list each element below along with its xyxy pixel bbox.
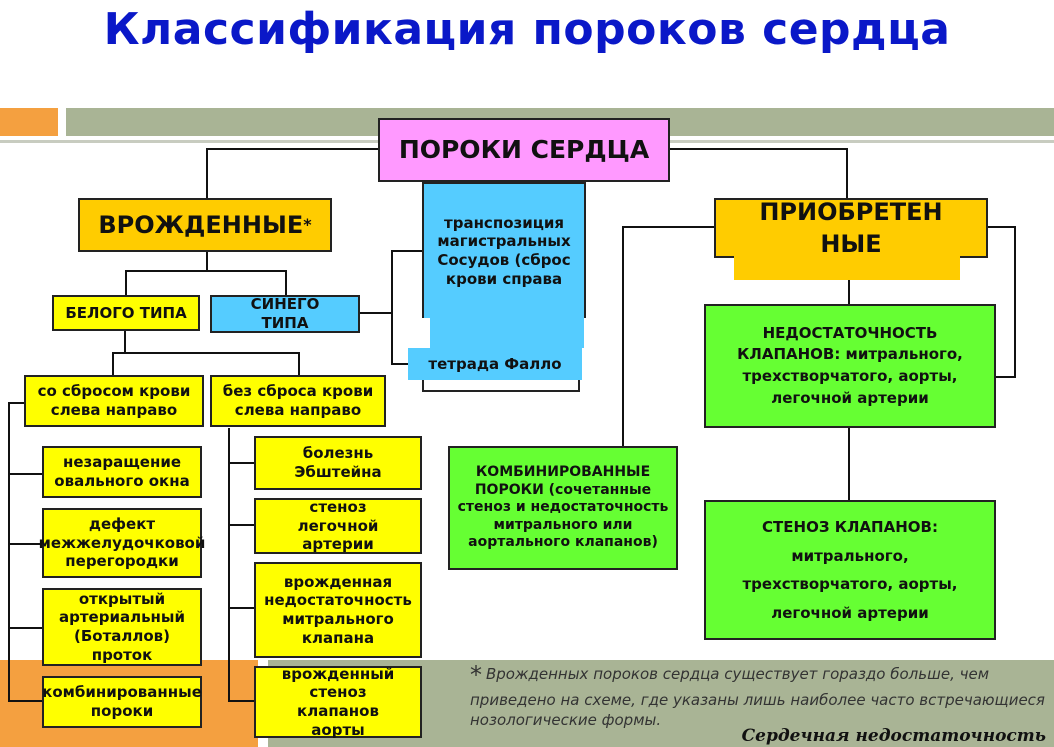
fallot-node: тетрада Фалло <box>408 348 582 380</box>
footnote-star: * <box>470 661 482 689</box>
mitral-insuff-label: врожденная недостаточность митрального к… <box>264 572 412 647</box>
connector <box>391 250 393 365</box>
acquired-underlay <box>734 256 960 280</box>
congenital-label: ВРОЖДЕННЫЕ <box>98 211 304 239</box>
mitral-insuff-node: врожденная недостаточность митрального к… <box>254 562 422 658</box>
transposition-node: транспозиция магистральных Сосудов (сбро… <box>422 182 586 318</box>
congenital-footnote-mark: * <box>303 215 312 234</box>
without-shunt-node: без сброса крови слева направо <box>210 375 386 427</box>
connector <box>285 270 287 295</box>
valve-insuff-label: НЕДОСТАТОЧНОСТЬ КЛАПАНОВ: митрального, т… <box>737 323 963 407</box>
connector <box>8 627 42 629</box>
transposition-underlay <box>430 318 584 348</box>
page-title: Классификация пороков сердца <box>103 4 951 55</box>
connector <box>391 363 423 365</box>
connector <box>206 148 380 150</box>
fallot-label: тетрада Фалло <box>428 354 562 373</box>
white-type-node: БЕЛОГО ТИПА <box>52 295 200 331</box>
blue-type-label: СИНЕГО ТИПА <box>250 294 320 333</box>
connector <box>668 148 848 150</box>
fallot-frame <box>422 380 580 392</box>
connector <box>8 402 10 702</box>
aortic-stenosis-label: врожденный стеноз клапанов аорты <box>281 664 395 739</box>
oval-window-node: незаращение овального окна <box>42 446 202 498</box>
caption: Сердечная недостаточность <box>741 726 1046 746</box>
accent-bar-orange <box>0 108 58 136</box>
connector <box>622 226 624 448</box>
connector <box>206 148 208 200</box>
valve-insuff-node: НЕДОСТАТОЧНОСТЬ КЛАПАНОВ: митрального, т… <box>704 304 996 428</box>
oval-window-label: незаращение овального окна <box>54 453 190 490</box>
connector <box>848 427 850 501</box>
connector <box>848 278 850 306</box>
connector <box>8 473 42 475</box>
combined-acquired-label: КОМБИНИРОВАННЫЕ ПОРОКИ (сочетанные стено… <box>457 464 669 551</box>
pda-node: открытый артериальный (Боталлов) проток <box>42 588 202 666</box>
connector <box>228 700 254 702</box>
connector <box>228 607 254 609</box>
connector <box>112 352 300 354</box>
connector <box>8 543 42 545</box>
pda-label: открытый артериальный (Боталлов) проток <box>58 589 185 664</box>
connector <box>1014 226 1016 378</box>
connector <box>124 330 126 354</box>
transposition-label: транспозиция магистральных Сосудов (сбро… <box>437 213 571 288</box>
connector <box>846 148 848 200</box>
valve-stenosis-label: СТЕНОЗ КЛАПАНОВ: митрального, трехстворч… <box>742 518 958 622</box>
connector <box>8 700 42 702</box>
connector <box>206 250 208 270</box>
footnote: *Врожденных пороков сердца существует го… <box>470 660 1050 730</box>
pulm-stenosis-node: стеноз легочной артерии <box>254 498 422 554</box>
connector <box>112 352 114 376</box>
root-label: ПОРОКИ СЕРДЦА <box>398 135 650 165</box>
combined-congenital-node: комбинированные пороки <box>42 676 202 728</box>
connector <box>228 428 230 702</box>
connector <box>228 462 254 464</box>
combined-acquired-node: КОМБИНИРОВАННЫЕ ПОРОКИ (сочетанные стено… <box>448 446 678 570</box>
congenital-node: ВРОЖДЕННЫЕ* <box>78 198 332 252</box>
acquired-label: ПРИОБРЕТЕН НЫЕ <box>759 197 943 258</box>
with-shunt-node: со сбросом крови слева направо <box>24 375 204 427</box>
root-node: ПОРОКИ СЕРДЦА <box>378 118 670 182</box>
connector <box>228 524 254 526</box>
connector <box>8 402 26 404</box>
connector <box>125 270 287 272</box>
white-type-label: БЕЛОГО ТИПА <box>65 303 187 322</box>
acquired-node: ПРИОБРЕТЕН НЫЕ <box>714 198 988 258</box>
aortic-stenosis-node: врожденный стеноз клапанов аорты <box>254 664 422 739</box>
vsd-node: дефект межжелудочковой перегородки <box>39 508 205 578</box>
ebstein-node: болезнь Эбштейна <box>254 436 422 490</box>
connector <box>125 270 127 295</box>
vsd-label: дефект межжелудочковой перегородки <box>38 514 206 571</box>
footnote-text: Врожденных пороков сердца существует гор… <box>470 665 1045 729</box>
combined-congenital-label: комбинированные пороки <box>42 683 202 720</box>
ebstein-label: болезнь Эбштейна <box>294 444 382 481</box>
connector <box>298 352 300 376</box>
without-shunt-label: без сброса крови слева направо <box>222 382 374 419</box>
connector <box>391 250 423 252</box>
blue-type-node: СИНЕГО ТИПА <box>210 295 360 333</box>
connector <box>360 312 392 314</box>
connector <box>622 226 716 228</box>
valve-stenosis-node: СТЕНОЗ КЛАПАНОВ: митрального, трехстворч… <box>704 500 996 640</box>
with-shunt-label: со сбросом крови слева направо <box>37 382 191 419</box>
pulm-stenosis-label: стеноз легочной артерии <box>297 497 379 554</box>
connector <box>986 226 1016 228</box>
connector <box>994 376 1016 378</box>
